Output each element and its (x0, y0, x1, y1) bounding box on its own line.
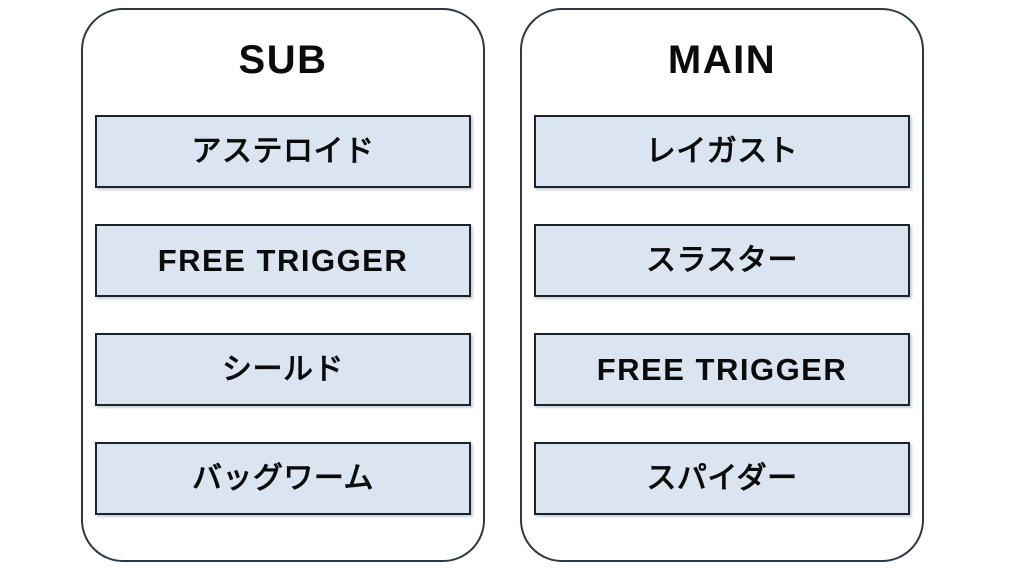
item-label: アステロイド (191, 134, 375, 168)
list-item[interactable]: FREE TRIGGER (95, 224, 471, 297)
panel-sub-item-list: アステロイド FREE TRIGGER シールド バッグワーム (95, 115, 471, 515)
list-item[interactable]: レイガスト (534, 115, 910, 188)
panel-main: MAIN レイガスト スラスター FREE TRIGGER スパイダー (520, 8, 924, 562)
panel-sub: SUB アステロイド FREE TRIGGER シールド バッグワーム (81, 8, 485, 562)
item-label: FREE TRIGGER (157, 243, 409, 278)
list-item[interactable]: バッグワーム (95, 442, 471, 515)
panel-main-title: MAIN (667, 38, 777, 82)
panel-sub-title: SUB (238, 38, 328, 82)
item-label: スパイダー (646, 461, 798, 495)
item-label: レイガスト (645, 134, 799, 168)
item-label: スラスター (646, 243, 798, 277)
list-item[interactable]: スラスター (534, 224, 910, 297)
item-label: FREE TRIGGER (596, 352, 848, 387)
list-item[interactable]: シールド (95, 333, 471, 406)
list-item[interactable]: アステロイド (95, 115, 471, 188)
list-item[interactable]: スパイダー (534, 442, 910, 515)
item-label: シールド (222, 352, 344, 386)
item-label: バッグワーム (191, 461, 375, 495)
list-item[interactable]: FREE TRIGGER (534, 333, 910, 406)
panel-main-item-list: レイガスト スラスター FREE TRIGGER スパイダー (534, 115, 910, 515)
